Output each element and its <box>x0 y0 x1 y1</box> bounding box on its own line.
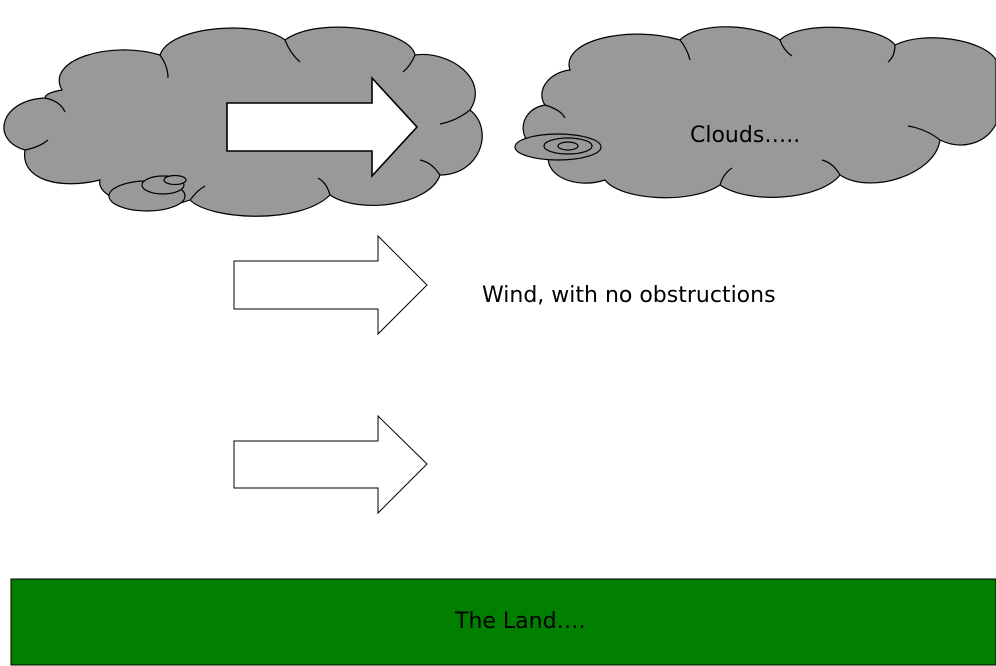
wind-arrow-upper-icon <box>233 234 428 336</box>
land-strip <box>10 578 996 666</box>
wind-label: Wind, with no obstructions <box>482 283 776 308</box>
wind-arrow-lower-icon <box>233 414 428 515</box>
clouds-label: Clouds….. <box>690 123 800 148</box>
right-cloud-icon: Clouds….. <box>514 26 996 199</box>
cloud-arrow-icon <box>226 75 419 179</box>
land-label: The Land…. <box>454 609 586 634</box>
